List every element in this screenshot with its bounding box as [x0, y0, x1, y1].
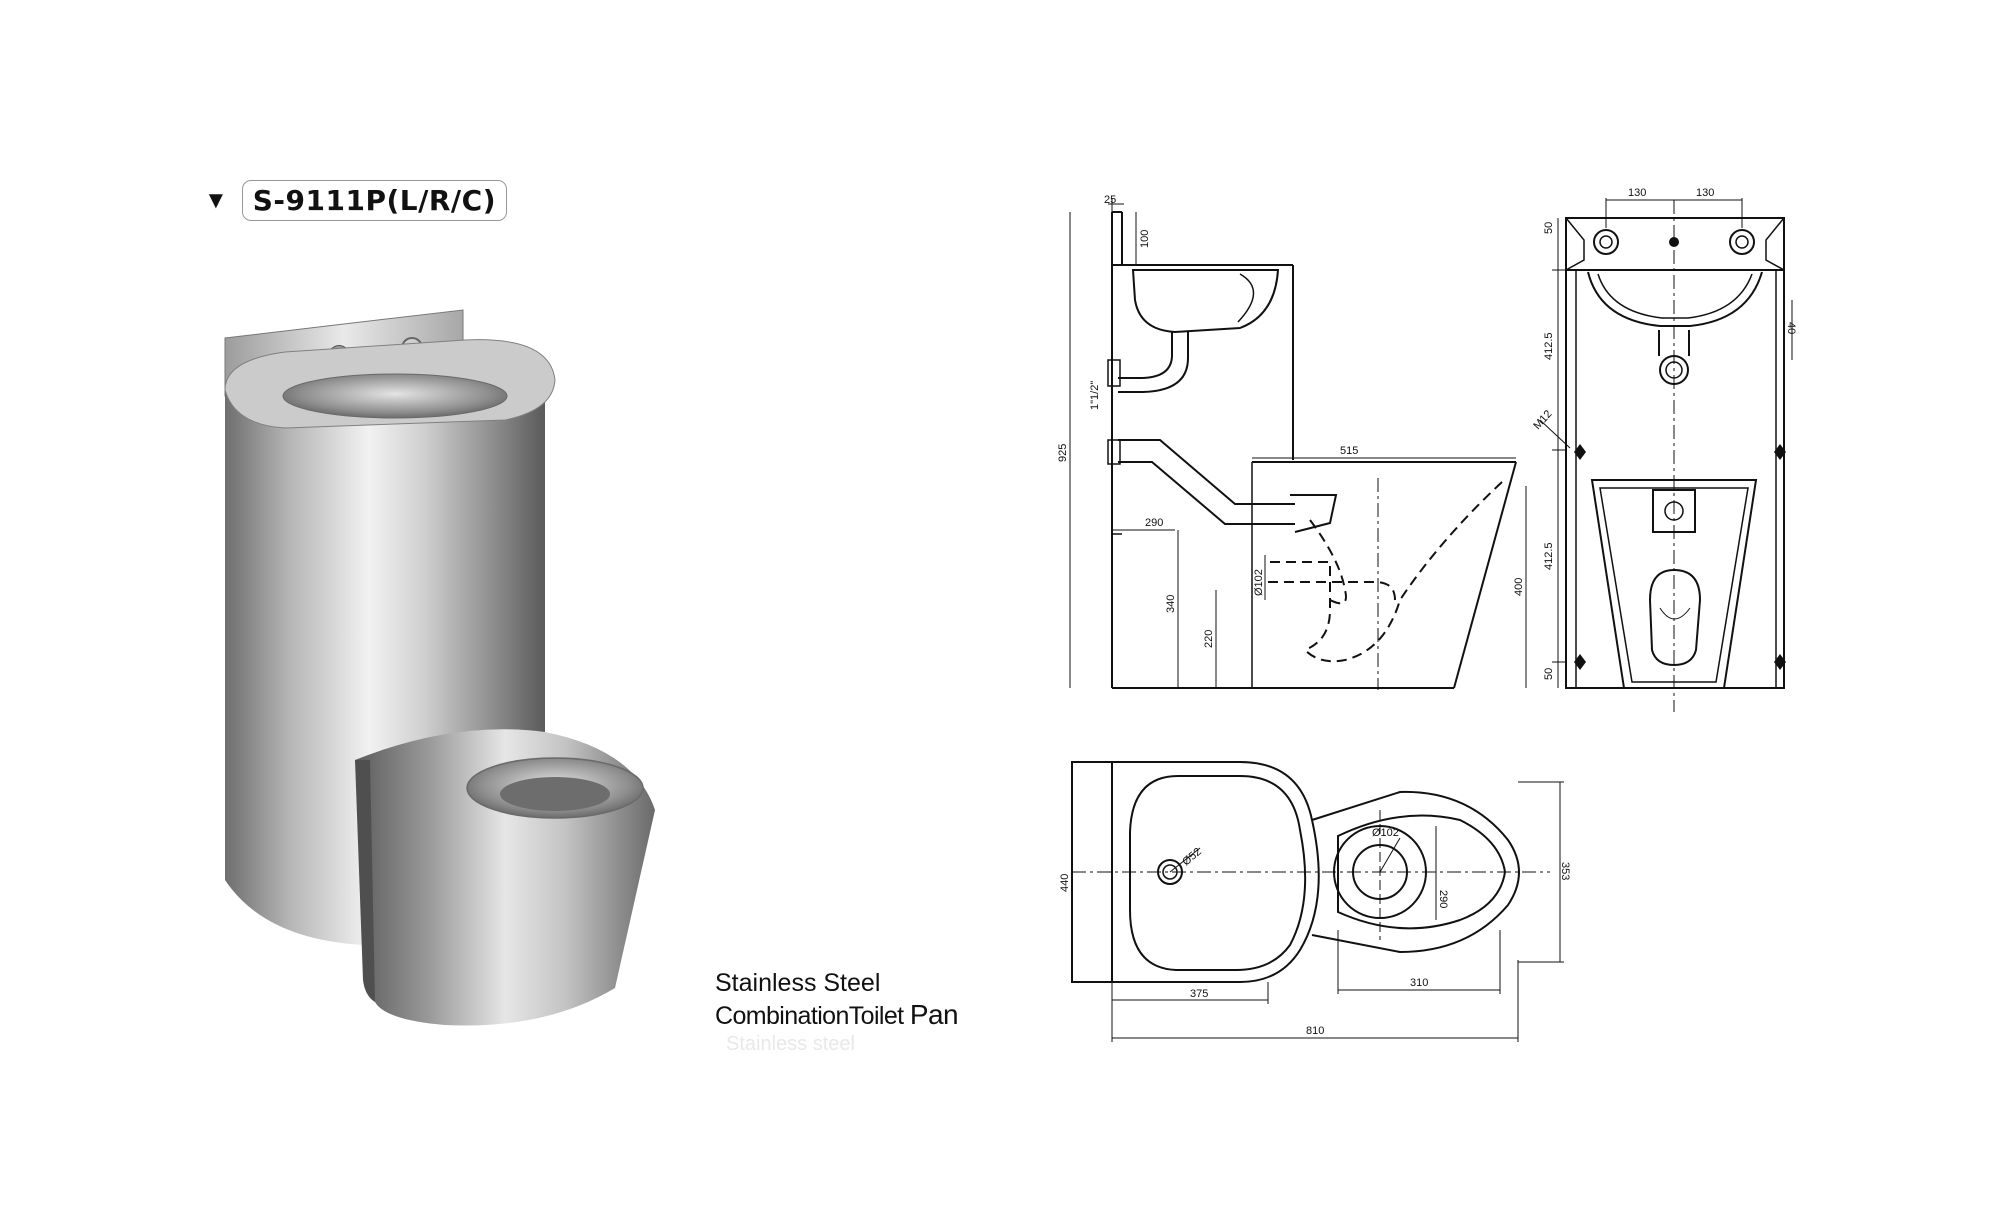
side-view-drawing: 25 100 1"1/2" 925 515 290 340 220 Ø102 4…	[1057, 194, 1527, 690]
mount-markers	[1574, 444, 1786, 670]
caption-line-2: CombinationToilet Pan	[715, 999, 959, 1032]
front-dim-50-top: 50	[1543, 222, 1555, 234]
caption-line-2-b: Pan	[909, 999, 959, 1030]
model-header: ▼ S-9111P(L/R/C)	[204, 180, 508, 221]
top-dim-810: 810	[1306, 1025, 1324, 1037]
side-dim-290: 290	[1145, 517, 1163, 529]
front-dim-412-5-bottom: 412.5	[1543, 542, 1555, 570]
triangle-marker-icon: ▼	[204, 186, 228, 214]
caption-line-1: Stainless Steel	[715, 969, 881, 997]
front-dim-130-left: 130	[1628, 187, 1646, 199]
front-dim-412-5-top: 412.5	[1543, 332, 1555, 360]
caption-line-2-a: CombinationToilet	[715, 1002, 904, 1030]
side-dim-400: 400	[1513, 578, 1525, 596]
side-dim-25: 25	[1104, 194, 1116, 206]
front-dim-40: 40	[1785, 322, 1797, 334]
top-dim-375: 375	[1190, 988, 1208, 1000]
side-dim-outlet: Ø102	[1253, 569, 1265, 596]
top-view-drawing: 440 Ø52 Ø102 290 353 375 310 810	[1059, 761, 1571, 1042]
model-code-badge: S-9111P(L/R/C)	[241, 180, 508, 221]
side-dim-925: 925	[1057, 444, 1069, 462]
side-dim-220: 220	[1203, 630, 1215, 648]
top-dim-440: 440	[1059, 874, 1071, 892]
front-dim-130-right: 130	[1696, 187, 1714, 199]
top-dim-353: 353	[1559, 862, 1571, 880]
side-dim-515: 515	[1340, 445, 1358, 457]
top-dim-bowl: Ø102	[1372, 827, 1399, 839]
product-caption: Stainless Steel CombinationToilet Pan	[715, 968, 959, 1032]
side-dim-340: 340	[1165, 595, 1177, 613]
top-dim-310: 310	[1410, 977, 1428, 989]
top-dim-290: 290	[1437, 890, 1449, 908]
front-dim-m12: M12	[1531, 408, 1554, 432]
product-render-image	[224, 309, 655, 1026]
top-dim-drain: Ø52	[1180, 846, 1204, 869]
side-dim-pipe: 1"1/2"	[1089, 381, 1101, 410]
side-dim-100: 100	[1139, 230, 1151, 248]
front-dim-50-bottom: 50	[1543, 668, 1555, 680]
front-view-drawing: 130 130 50 412.5 412.5 50 40 M12	[1531, 187, 1797, 712]
caption-watermark: Stainless steel	[726, 1033, 855, 1055]
